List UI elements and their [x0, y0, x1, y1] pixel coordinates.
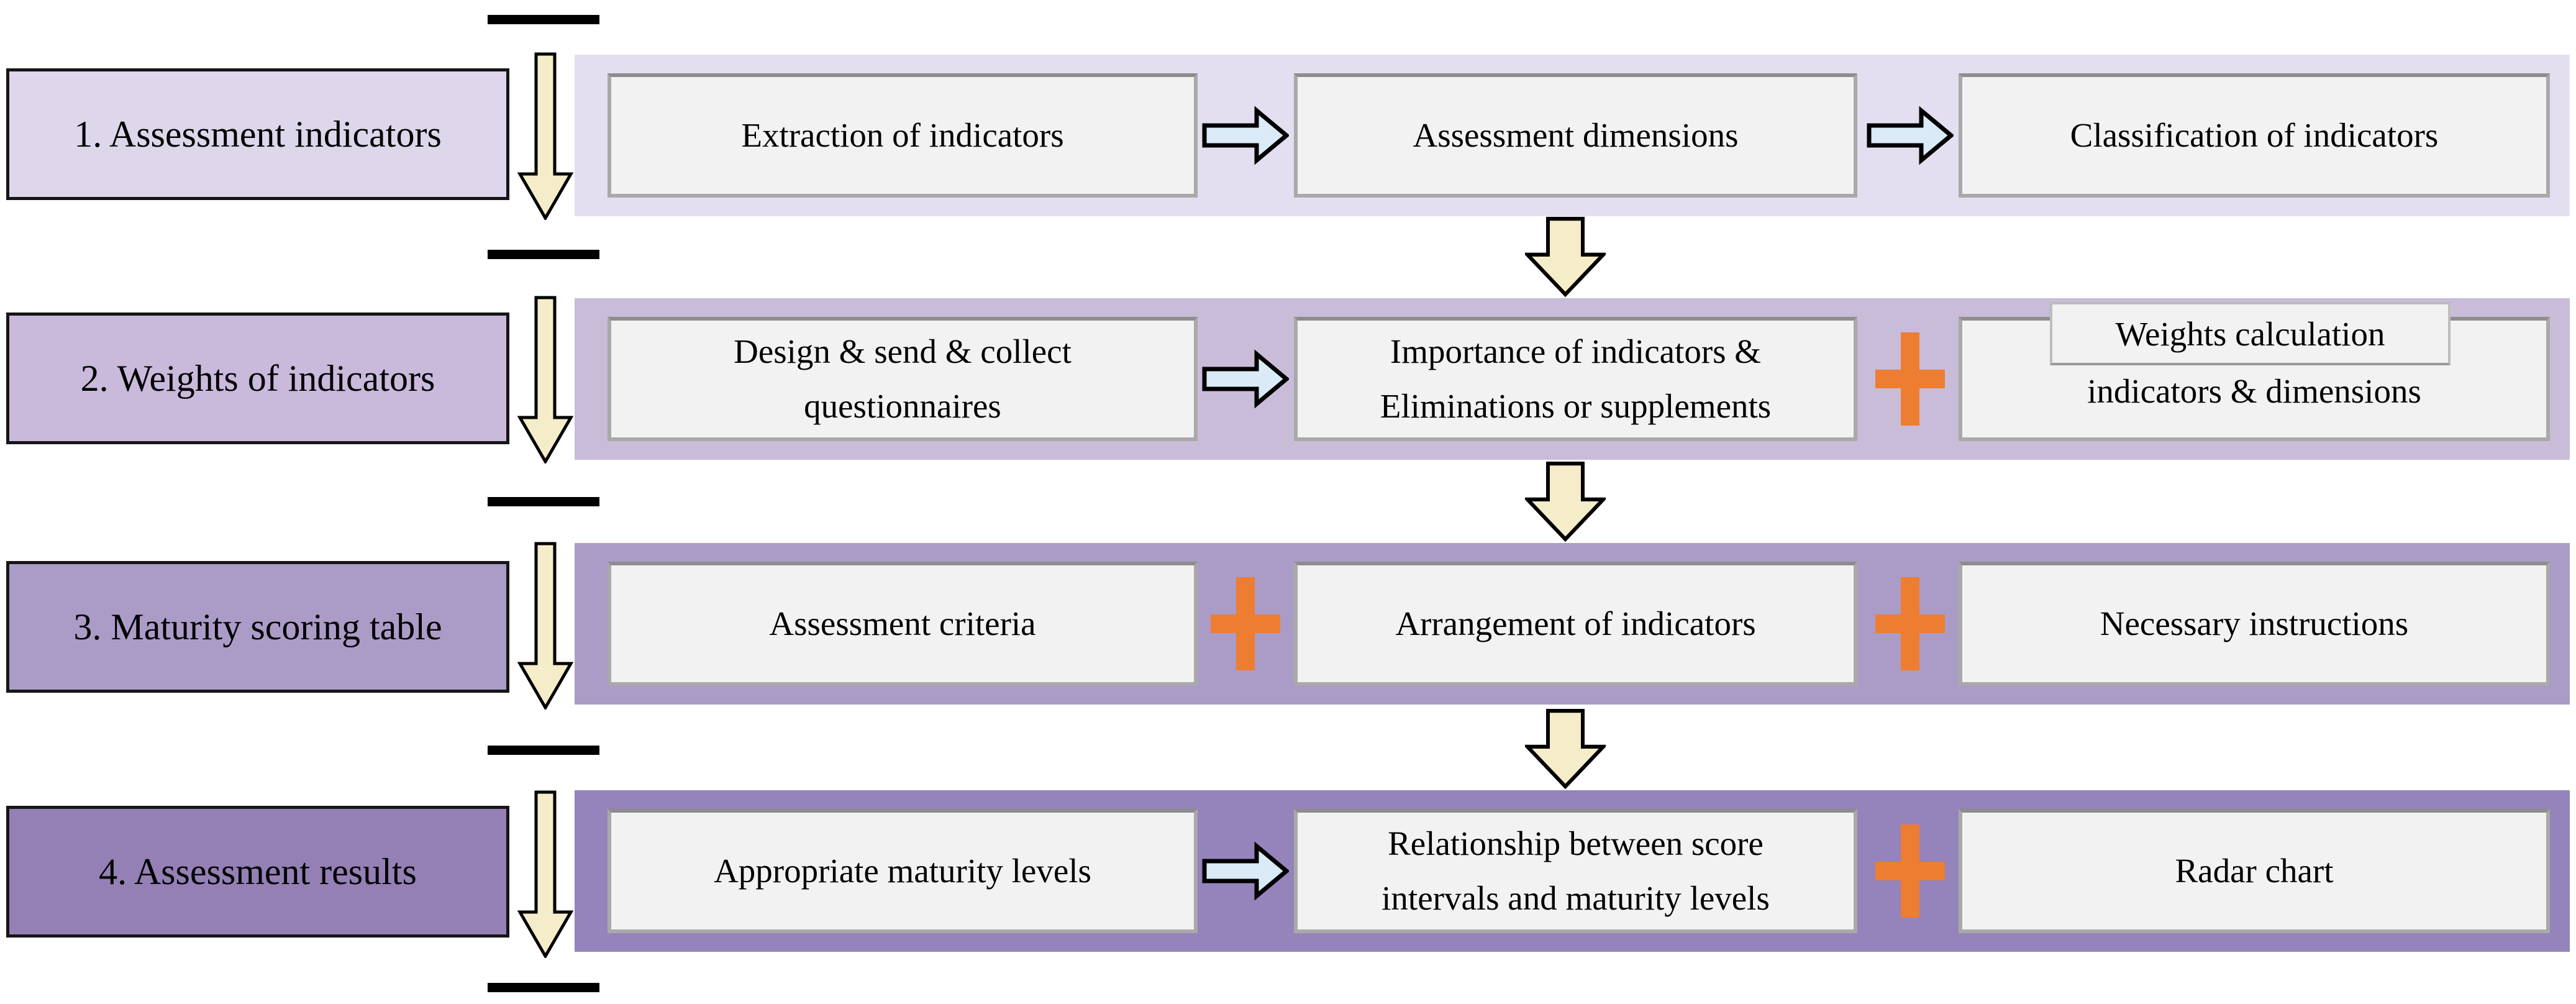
right-arrow-icon — [1867, 106, 1954, 165]
box-text: questionnaires — [804, 387, 1001, 425]
plus-icon — [1875, 824, 1945, 918]
box-text: Necessary instructions — [2100, 605, 2409, 642]
box-text: Assessment dimensions — [1413, 116, 1739, 154]
box-appropriate-maturity-levels: Appropriate maturity levels — [608, 809, 1198, 933]
tick-bar — [488, 746, 599, 755]
box-text: Importance of indicators & — [1390, 332, 1762, 370]
flow-down-arrow-icon — [517, 542, 574, 710]
box-relationship-score-maturity: Relationship between score intervals and… — [1294, 809, 1857, 933]
tick-bar — [488, 497, 599, 506]
box-extraction-of-indicators: Extraction of indicators — [608, 73, 1198, 198]
row-band-3: Assessment criteria Arrangement of indic… — [575, 543, 2570, 705]
row-band-1: Extraction of indicators Assessment dime… — [575, 55, 2570, 216]
flow-down-arrow-icon — [517, 296, 574, 463]
row-label-4: 4. Assessment results — [6, 806, 509, 938]
stage-label-text: 2. Weights of indicators — [80, 357, 435, 399]
box-text: Eliminations or supplements — [1380, 387, 1772, 425]
right-arrow-icon — [1202, 349, 1289, 409]
box-text: Assessment criteria — [769, 605, 1036, 642]
stage-label-text: 1. Assessment indicators — [74, 113, 442, 155]
stage-label-text: 3. Maturity scoring table — [73, 606, 442, 647]
down-arrow-icon — [1525, 709, 1606, 789]
box-assessment-dimensions: Assessment dimensions — [1294, 73, 1857, 198]
flow-down-arrow-icon — [517, 52, 574, 220]
box-text: Appropriate maturity levels — [714, 852, 1091, 890]
row-band-2: Design & send & collect questionnaires I… — [575, 298, 2570, 460]
row-label-1: 1. Assessment indicators — [6, 68, 509, 200]
box-text: Arrangement of indicators — [1395, 605, 1756, 642]
row-label-2: 2. Weights of indicators — [6, 313, 509, 444]
tick-bar — [488, 250, 599, 259]
box-design-send-collect-questionnaires: Design & send & collect questionnaires — [608, 317, 1198, 441]
stage-label-text: 4. Assessment results — [99, 851, 417, 892]
plus-icon — [1875, 577, 1945, 670]
box-text: indicators & dimensions — [2087, 372, 2421, 410]
box-arrangement-of-indicators: Arrangement of indicators — [1294, 562, 1857, 686]
plus-icon — [1211, 577, 1280, 670]
box-text: Radar chart — [2175, 852, 2334, 890]
box-text: Design & send & collect — [734, 332, 1072, 370]
right-arrow-icon — [1202, 841, 1289, 901]
tick-bar — [488, 15, 599, 24]
box-text: intervals and maturity levels — [1381, 879, 1770, 917]
box-text: Weights calculation — [2115, 314, 2385, 353]
right-arrow-icon — [1202, 106, 1289, 165]
box-necessary-instructions: Necessary instructions — [1959, 562, 2550, 686]
box-importance-of-indicators: Importance of indicators & Eliminations … — [1294, 317, 1857, 441]
box-classification-of-indicators: Classification of indicators — [1959, 73, 2550, 198]
box-text: Classification of indicators — [2070, 116, 2439, 154]
box-text: Relationship between score — [1388, 824, 1764, 862]
box-radar-chart: Radar chart — [1959, 809, 2550, 933]
box-text: Extraction of indicators — [741, 116, 1064, 154]
flow-down-arrow-icon — [517, 790, 574, 958]
box-assessment-criteria: Assessment criteria — [608, 562, 1198, 686]
plus-icon — [1875, 332, 1945, 426]
down-arrow-icon — [1525, 462, 1606, 542]
tick-bar — [488, 983, 599, 992]
weights-calculation-overlay: Weights calculation — [2050, 302, 2451, 365]
down-arrow-icon — [1525, 217, 1606, 297]
row-band-4: Appropriate maturity levels Relationship… — [575, 790, 2570, 952]
row-label-3: 3. Maturity scoring table — [6, 561, 509, 693]
